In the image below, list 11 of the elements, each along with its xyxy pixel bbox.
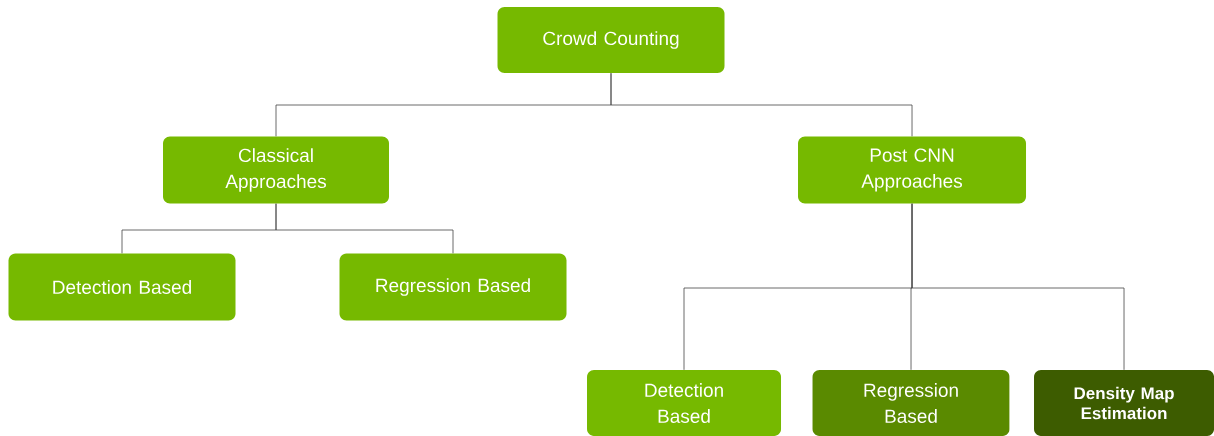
category-box: Regression Based (339, 253, 567, 321)
category-box: Density Map Estimation (1034, 370, 1214, 436)
category-box: Detection Based (587, 370, 781, 436)
category-box: Regression Based (812, 370, 1010, 436)
category-box: Classical Approaches (163, 136, 389, 204)
category-box: Detection Based (8, 253, 236, 321)
connector-line (911, 203, 1125, 371)
category-box: Post CNN Approaches (798, 136, 1026, 204)
connector-line (275, 203, 454, 254)
connector-line (610, 72, 913, 137)
category-box: Crowd Counting (497, 7, 725, 73)
